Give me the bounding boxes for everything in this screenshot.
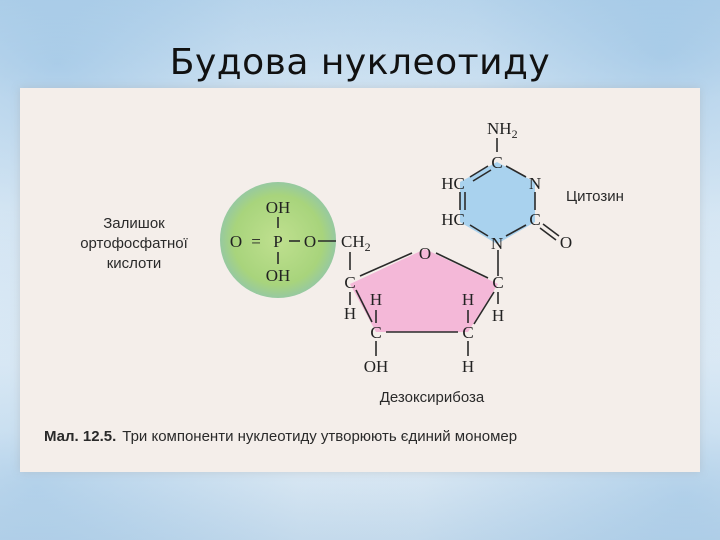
atom-h-c4: H <box>344 304 356 323</box>
atom-o-double: O <box>230 232 242 251</box>
atom-oh3: OH <box>364 357 389 376</box>
atom-o-link: O <box>304 232 316 251</box>
base-hexagon <box>460 162 535 244</box>
atom-c3: C <box>370 323 381 342</box>
figure-caption: Мал. 12.5. Три компоненти нуклеотиду утво… <box>44 428 704 445</box>
bond <box>359 252 413 277</box>
base-label: Цитозин <box>566 188 624 205</box>
phosphate-label-line-3: кислоти <box>107 255 162 272</box>
atom-c1: C <box>492 273 503 292</box>
atom-c-right: C <box>529 210 540 229</box>
bond <box>505 165 527 178</box>
atom-n-right: N <box>529 174 541 193</box>
slide-title: Будова нуклеотиду <box>169 42 551 83</box>
bond <box>542 223 560 237</box>
bond <box>469 165 489 178</box>
atom-c2: C <box>462 323 473 342</box>
atom-oh-top: OH <box>266 198 291 217</box>
atom-h2-down: H <box>462 357 474 376</box>
bond <box>355 289 373 323</box>
atom-oh-bottom: OH <box>266 266 291 285</box>
bond <box>435 252 489 279</box>
sugar-label: Дезоксирибоза <box>380 389 485 406</box>
atom-nh2: NH2 <box>487 119 518 141</box>
phosphate-label-line-1: Залишок <box>103 215 165 232</box>
atom-c-top: C <box>491 153 502 172</box>
atom-ring-o: O <box>419 244 431 263</box>
atom-o-carbonyl: O <box>560 233 572 252</box>
phosphate-label-line-2: ортофосфатної <box>80 235 188 252</box>
bond <box>539 227 557 241</box>
atom-c4: C <box>344 273 355 292</box>
bond <box>505 224 527 237</box>
atom-n-bottom: N <box>491 234 503 253</box>
double-bond: = <box>251 232 261 251</box>
atom-h2-up: H <box>462 290 474 309</box>
caption-text: Три компоненти нуклеотиду утворюють єдин… <box>122 428 518 445</box>
bond <box>472 169 492 182</box>
sugar-pentagon <box>350 249 498 332</box>
atom-ch2: CH2 <box>341 232 371 254</box>
bond <box>469 224 489 237</box>
atom-h3-up: H <box>370 290 382 309</box>
atom-p: P <box>273 232 282 251</box>
atom-h1: H <box>492 306 504 325</box>
atom-hc-lower: HC <box>441 210 465 229</box>
bond <box>473 291 495 325</box>
phosphate-circle <box>220 182 336 298</box>
caption-label: Мал. 12.5. <box>44 428 117 445</box>
atom-hc-upper: HC <box>441 174 465 193</box>
